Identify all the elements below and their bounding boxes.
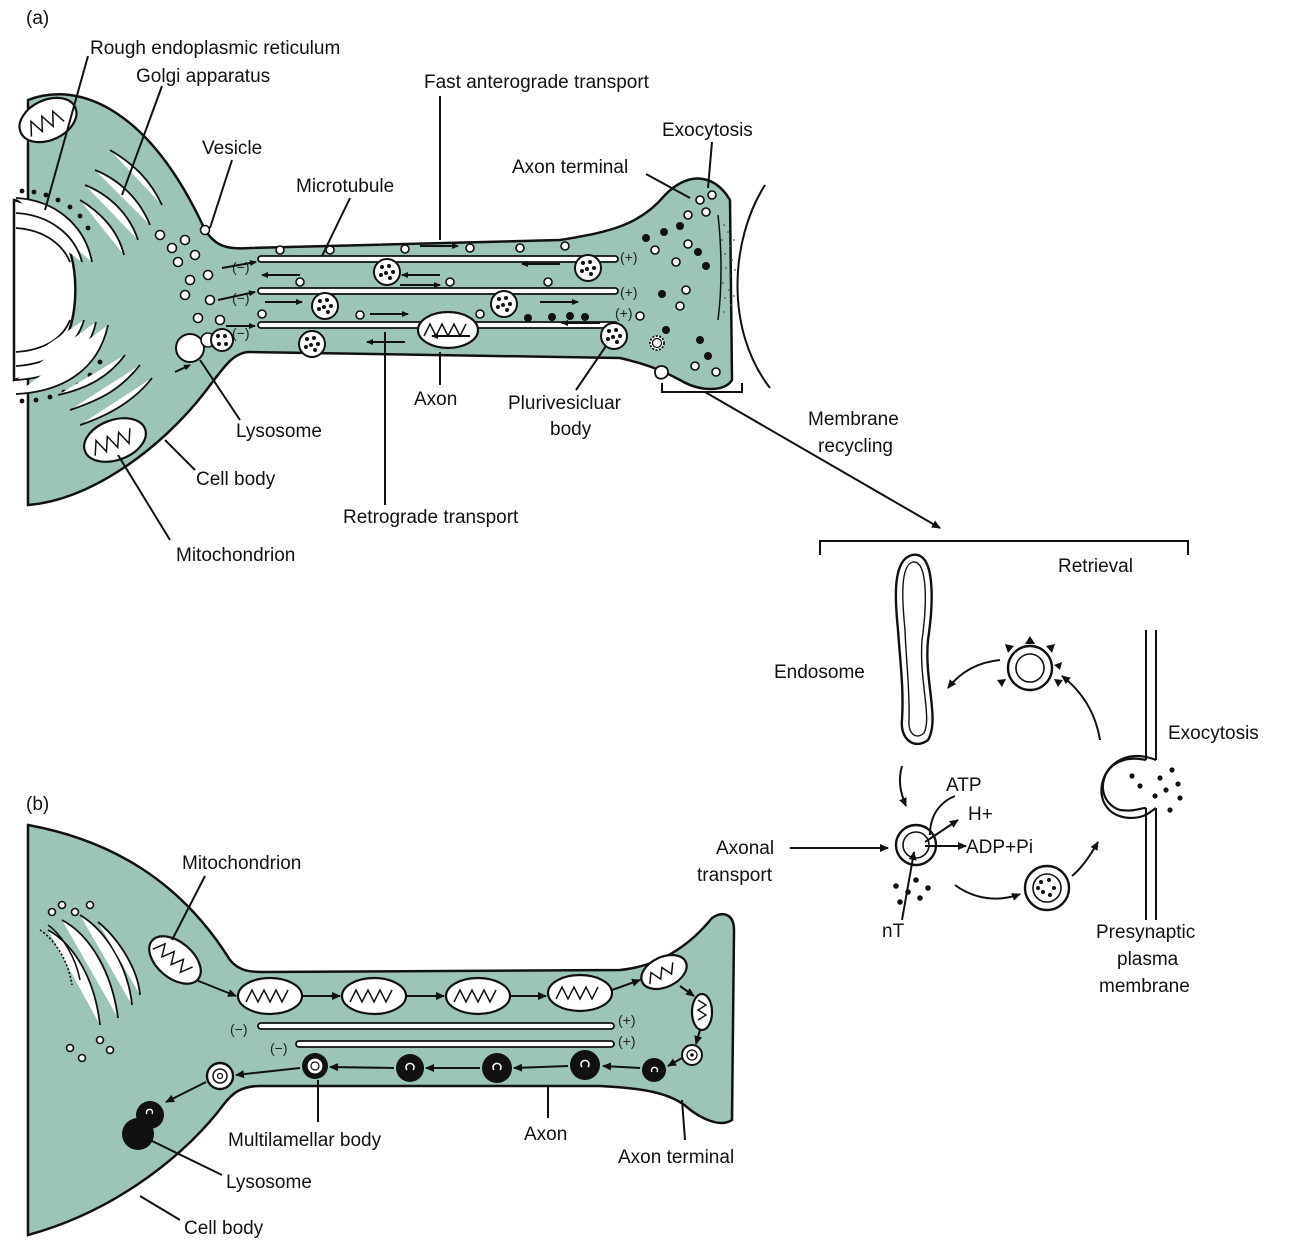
label-multilamellar: Multilamellar body <box>228 1130 382 1151</box>
minus-end-b2: (−) <box>270 1040 288 1056</box>
panel-b-label: (b) <box>26 794 49 815</box>
neuron-b-outline <box>28 825 734 1235</box>
panel-a: (a) <box>12 8 940 566</box>
plus-end-1: (+) <box>620 249 638 265</box>
label-membrane-1: Membrane <box>808 409 899 430</box>
plus-end-3: (+) <box>615 305 633 321</box>
minus-end-2: (−) <box>232 290 250 306</box>
minus-end-1: (−) <box>232 259 250 275</box>
label-axonal-1: Axonal <box>716 838 774 859</box>
label-presyn-1: Presynaptic <box>1096 922 1195 943</box>
label-lysosome-b: Lysosome <box>226 1172 312 1193</box>
label-cell-body-a: Cell body <box>196 469 276 490</box>
presynaptic-membrane <box>1101 630 1156 920</box>
label-exocytosis-cycle: Exocytosis <box>1168 723 1259 744</box>
endocytic-pit <box>655 366 668 379</box>
label-mitochondrion-b: Mitochondrion <box>182 853 301 874</box>
panel-b: (b) <box>26 794 734 1239</box>
label-h-plus: H+ <box>968 804 993 825</box>
label-rer: Rough endoplasmic reticulum <box>90 38 340 59</box>
label-microtubule: Microtubule <box>296 176 394 197</box>
mitochondrion-axon-a <box>418 312 478 348</box>
label-cell-body-b: Cell body <box>184 1218 264 1239</box>
minus-end-3: (−) <box>232 325 250 341</box>
label-axon-terminal-a: Axon terminal <box>512 157 628 178</box>
label-plurivesicular-2: body <box>550 419 592 440</box>
cycle-bracket <box>820 541 1188 555</box>
label-retrieval: Retrieval <box>1058 556 1133 577</box>
label-membrane-2: recycling <box>818 436 893 457</box>
label-plurivesicular-1: Plurivesicluar <box>508 393 622 414</box>
label-atp: ATP <box>946 775 982 796</box>
coated-vesicle-cycle <box>997 636 1063 690</box>
label-axon-a: Axon <box>414 389 457 410</box>
recycling-cycle: Retrieval Endosome Exocytosis <box>697 541 1259 997</box>
label-presyn-2: plasma <box>1117 949 1179 970</box>
label-golgi: Golgi apparatus <box>136 66 270 87</box>
label-exocytosis-a: Exocytosis <box>662 120 753 141</box>
plus-end-2: (+) <box>620 284 638 300</box>
coated-vesicle-a <box>650 336 664 350</box>
label-retrograde: Retrograde transport <box>343 507 519 528</box>
label-lysosome-a: Lysosome <box>236 421 322 442</box>
label-fast-anterograde: Fast anterograde transport <box>424 72 650 93</box>
label-endosome: Endosome <box>774 662 865 683</box>
panel-a-label: (a) <box>26 8 49 29</box>
label-nt: nT <box>882 921 905 942</box>
label-adp: ADP+Pi <box>966 837 1033 858</box>
minus-end-b1: (−) <box>230 1021 248 1037</box>
label-presyn-3: membrane <box>1099 976 1190 997</box>
synaptic-vesicle-filled <box>1025 866 1069 910</box>
plus-end-b2: (+) <box>618 1033 636 1049</box>
label-mitochondrion-a: Mitochondrion <box>176 545 295 566</box>
label-axon-terminal-b: Axon terminal <box>618 1147 734 1168</box>
postsynaptic-membrane <box>738 185 771 388</box>
label-vesicle: Vesicle <box>202 138 262 159</box>
label-axon-b: Axon <box>524 1124 567 1145</box>
label-axonal-2: transport <box>697 865 773 886</box>
plus-end-b1: (+) <box>618 1012 636 1028</box>
neurotransmitter-dots <box>893 877 931 905</box>
